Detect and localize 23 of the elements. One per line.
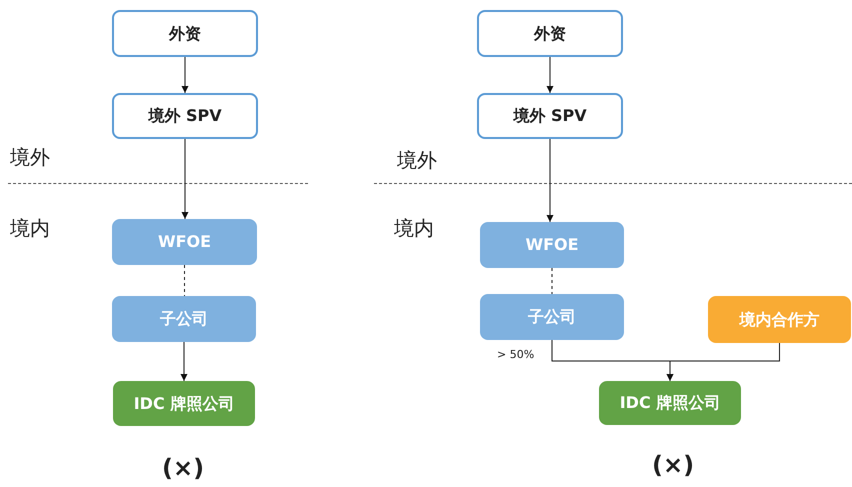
arrow — [546, 138, 554, 222]
result-mark: (×) — [652, 450, 694, 481]
region-label: 境内 — [394, 215, 434, 242]
entity-box: WFOE — [480, 222, 624, 268]
entity-box: 境内合作方 — [708, 296, 851, 343]
entity-box: 子公司 — [112, 296, 256, 342]
region-label: 境外 — [397, 147, 437, 174]
entity-box: 境外 SPV — [112, 93, 258, 139]
entity-box: 外资 — [477, 10, 623, 57]
entity-box: 外资 — [112, 10, 258, 57]
arrow — [182, 138, 188, 220]
arrow — [180, 342, 188, 382]
region-label: 境外 — [10, 144, 50, 171]
entity-box: WFOE — [112, 219, 257, 265]
entity-box: IDC 牌照公司 — [113, 381, 255, 426]
arrow — [546, 56, 554, 94]
region-label: 境内 — [10, 215, 50, 242]
entity-box: IDC 牌照公司 — [599, 381, 741, 425]
arrow — [666, 342, 780, 382]
result-mark: (×) — [162, 453, 204, 484]
arrow — [182, 56, 188, 94]
entity-box: 子公司 — [480, 294, 624, 340]
entity-box: 境外 SPV — [477, 93, 623, 139]
